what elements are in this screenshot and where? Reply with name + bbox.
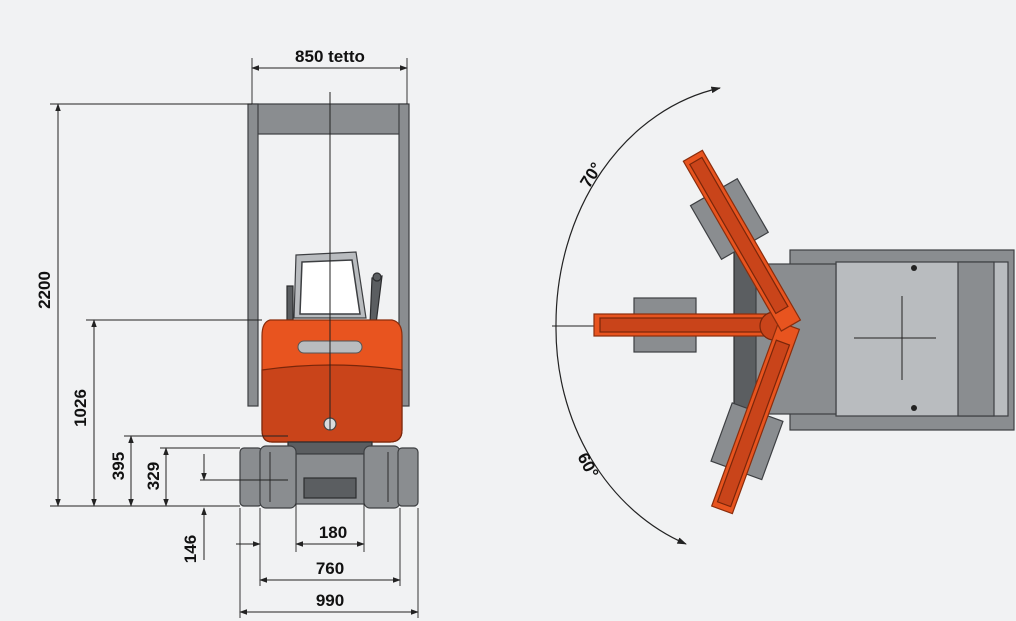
right-track — [363, 445, 401, 509]
arm-center-cylinder — [599, 317, 769, 333]
label-angle-upper: 70° — [576, 159, 606, 191]
canopy-left-post — [247, 103, 259, 407]
label-180: 180 — [319, 523, 347, 542]
top-view: 70° 60° — [552, 86, 1015, 545]
left-track-outer — [239, 447, 263, 507]
frame-bottom — [303, 477, 357, 499]
right-track-outer — [397, 447, 419, 507]
counterweight — [957, 261, 995, 417]
bolt — [911, 265, 917, 271]
label-329: 329 — [144, 462, 163, 490]
right-lever — [369, 275, 383, 325]
lower-cover — [261, 364, 403, 443]
label-angle-lower: 60° — [573, 450, 602, 482]
label-roof-width: 850 tetto — [295, 47, 365, 66]
upper-structure — [733, 247, 1015, 435]
arm-lower — [682, 149, 802, 332]
label-395: 395 — [109, 452, 128, 480]
lever-knob — [372, 272, 382, 282]
label-track-width: 760 — [316, 559, 344, 578]
label-total-height: 2200 — [35, 271, 54, 309]
slewing-ring — [287, 441, 373, 455]
label-total-width: 990 — [316, 591, 344, 610]
left-track — [259, 445, 297, 509]
arc-upper — [555, 86, 721, 327]
arm-upper — [710, 321, 801, 515]
label-146: 146 — [181, 535, 200, 563]
left-lever — [286, 285, 294, 321]
machine-body — [261, 319, 403, 443]
bolt — [911, 405, 917, 411]
arc-lower — [555, 325, 687, 545]
undercarriage — [239, 441, 419, 509]
label-1026: 1026 — [71, 389, 90, 427]
front-view: 850 tetto 2200 1026 395 329 146 180 — [35, 47, 419, 618]
canopy-right-post — [398, 103, 410, 407]
arm-lower-cylinder — [688, 156, 789, 315]
arm-upper-cylinder — [716, 339, 791, 508]
operator-seat — [286, 251, 383, 325]
